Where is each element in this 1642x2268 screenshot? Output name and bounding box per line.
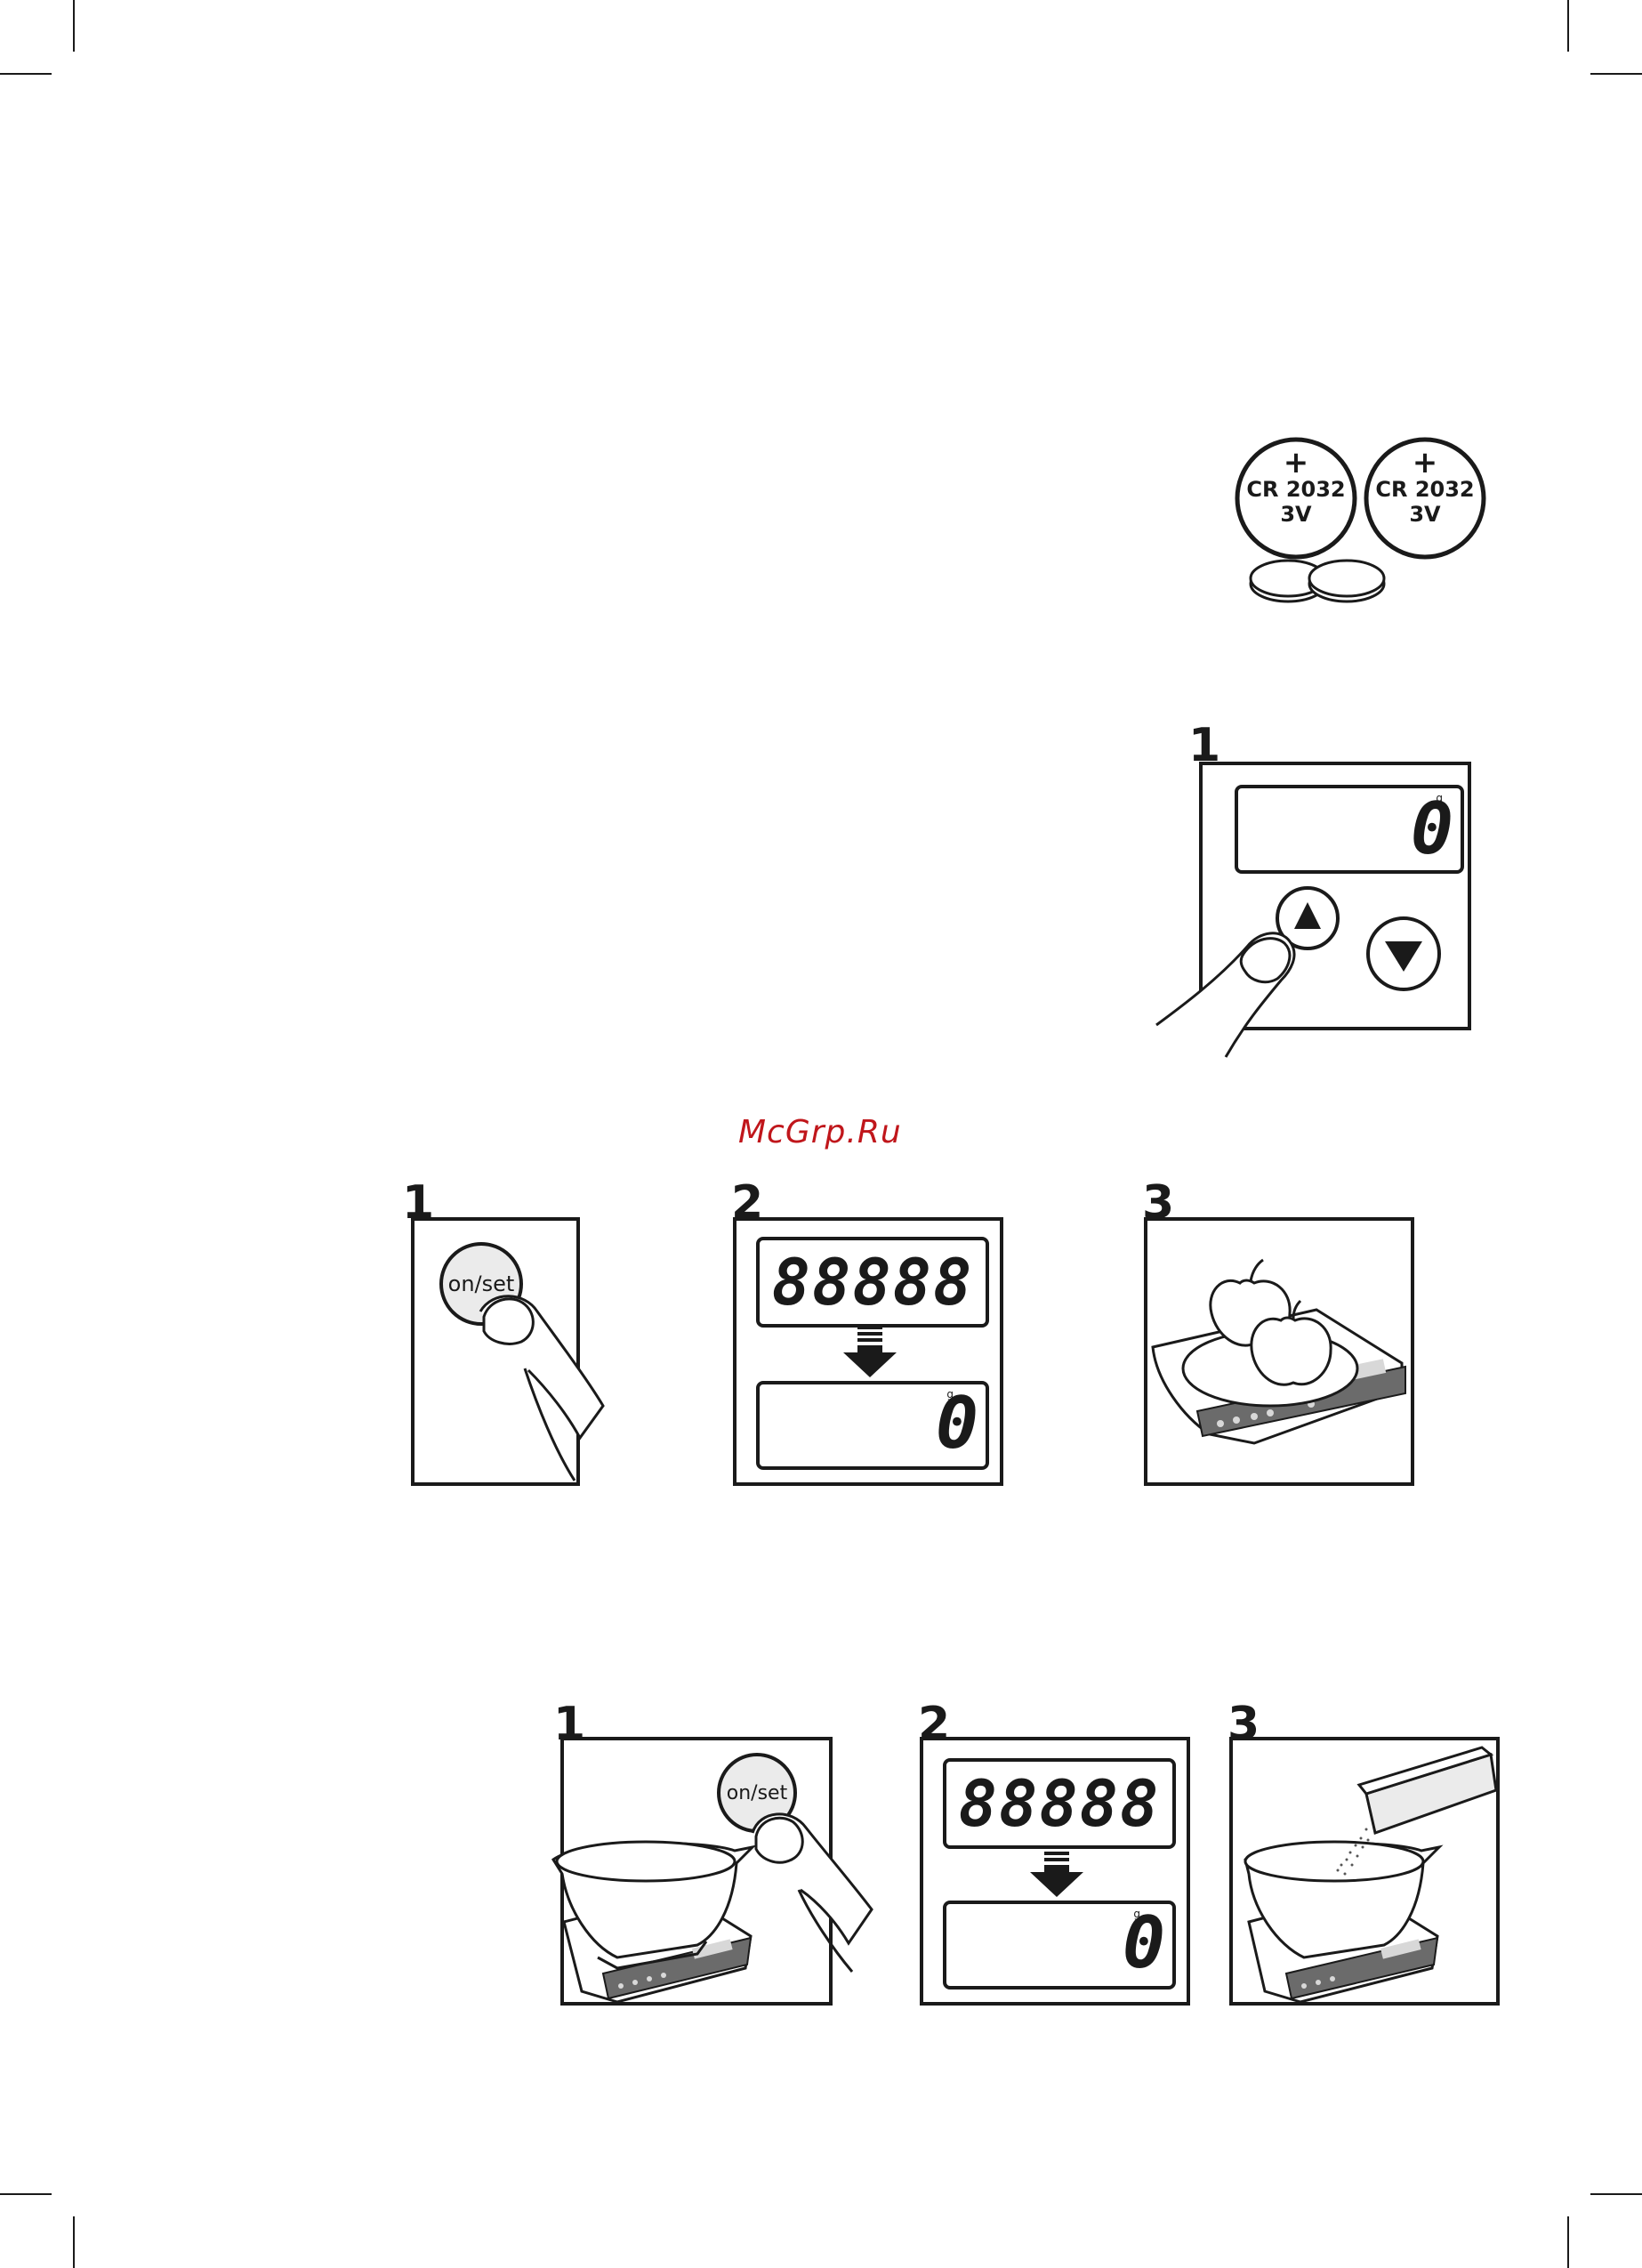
arrow-down-icon <box>841 1326 898 1381</box>
crop-mark <box>0 2193 52 2195</box>
display-value: 0 <box>936 1388 978 1459</box>
down-button[interactable] <box>1366 916 1441 991</box>
weigh-step-3-panel <box>1144 1217 1414 1486</box>
lcd-display: g 0 <box>756 1381 989 1470</box>
crop-mark <box>1567 2216 1569 2268</box>
crop-mark <box>1567 0 1569 52</box>
display-value: 0 <box>1123 1908 1165 1979</box>
watermark: McGrp.Ru <box>738 1114 902 1150</box>
test-pattern: 88888 <box>772 1245 974 1320</box>
finger-icon <box>1147 890 1325 1068</box>
battery-model: CR 2032 <box>1237 477 1355 502</box>
crop-mark <box>0 73 52 75</box>
tare-step-3-panel <box>1229 1737 1500 2006</box>
crop-mark <box>73 2216 75 2268</box>
battery-voltage: 3V <box>1366 502 1484 527</box>
tare-step-2-panel: 88888 g 0 <box>920 1737 1190 2006</box>
battery-voltage: 3V <box>1237 502 1355 527</box>
scale-with-apples-icon <box>1147 1221 1411 1482</box>
lcd-display: g 0 <box>1235 785 1464 874</box>
polarity-plus: + <box>1237 448 1355 477</box>
battery-illustration: + CR 2032 3V + CR 2032 3V <box>1231 434 1489 621</box>
down-arrow-icon <box>1370 920 1437 988</box>
crop-mark <box>73 0 75 52</box>
battery-model: CR 2032 <box>1366 477 1484 502</box>
lcd-display: g 0 <box>943 1901 1176 1990</box>
pouring-into-bowl-icon <box>1233 1740 1496 2002</box>
weigh-step-2-panel: 88888 g 0 <box>733 1217 1003 1486</box>
battery-cell-2: + CR 2032 3V <box>1366 448 1484 527</box>
lcd-test-display: 88888 <box>756 1237 989 1328</box>
arrow-down-icon <box>1028 1845 1085 1901</box>
finger-icon <box>738 1797 889 1984</box>
test-pattern: 88888 <box>959 1766 1161 1841</box>
lcd-test-display: 88888 <box>943 1758 1176 1849</box>
battery-cell-1: + CR 2032 3V <box>1237 448 1355 527</box>
crop-mark <box>1590 2193 1642 2195</box>
polarity-plus: + <box>1366 448 1484 477</box>
crop-mark <box>1590 73 1642 75</box>
display-value: 0 <box>1411 794 1453 865</box>
finger-icon <box>463 1281 614 1495</box>
